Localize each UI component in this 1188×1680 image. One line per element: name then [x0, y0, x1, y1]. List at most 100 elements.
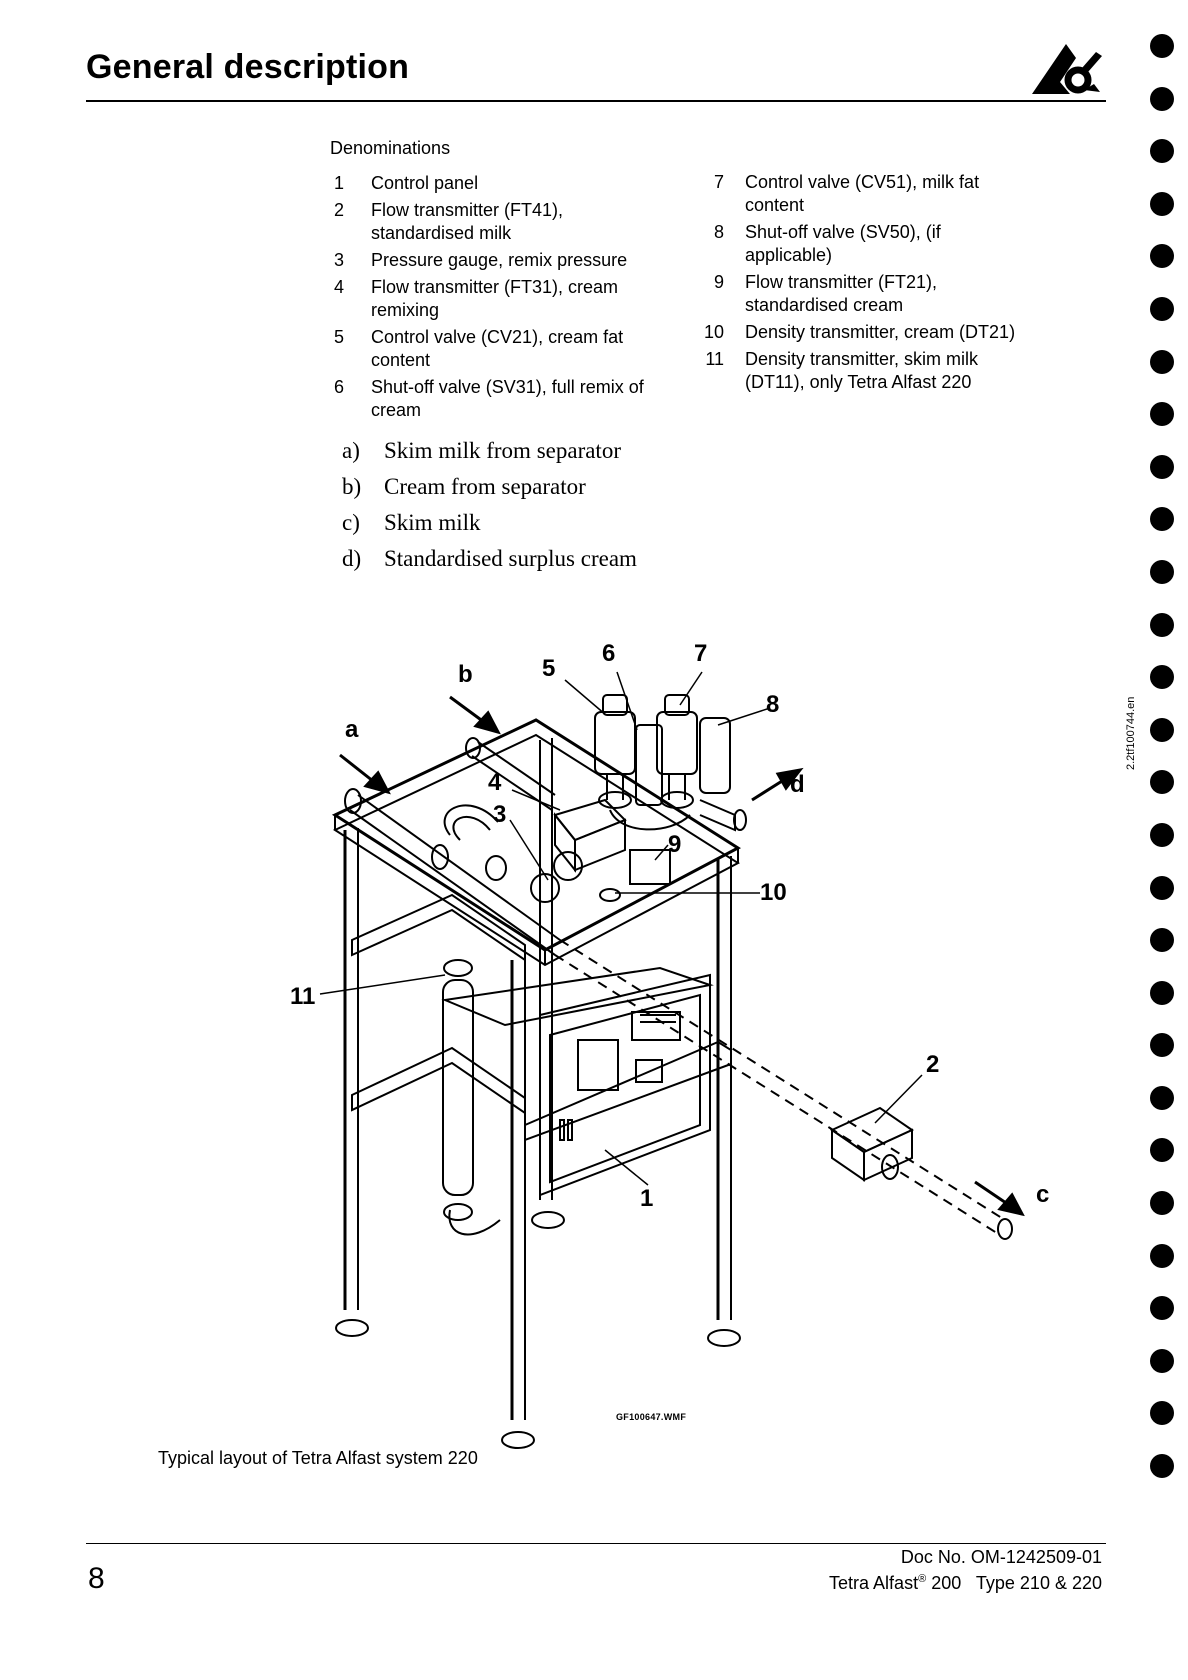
product-type: 200 Type 210 & 220: [926, 1573, 1102, 1593]
label-2: 2: [926, 1051, 939, 1078]
binder-hole: [1150, 507, 1174, 532]
label-1: 1: [640, 1185, 653, 1212]
leader-lines: [319, 671, 923, 1186]
denomination-number: 3: [333, 250, 344, 270]
denomination-number: 10: [703, 322, 724, 342]
binder-hole: [1150, 559, 1174, 584]
denomination-text: Control valve (CV51), milk fat content: [745, 172, 980, 215]
binder-hole: [1150, 1191, 1174, 1216]
binder-hole: [1150, 86, 1174, 111]
binder-hole: [1150, 1401, 1174, 1426]
page-number: 8: [88, 1562, 105, 1595]
label-7: 7: [694, 640, 707, 667]
skim-milk-inlet-pipe: [344, 788, 1013, 1240]
label-c: c: [1036, 1181, 1049, 1208]
system-layout-drawing: a b c d 5 6 7 8 4 3 9 10 11 2 1: [290, 640, 1049, 1449]
denomination-number: 4: [333, 277, 344, 297]
flow-key: b): [342, 474, 362, 499]
denomination-text: Shut-off valve (SV31), full remix of cre…: [371, 377, 644, 420]
flow-transmitter-9: [629, 849, 671, 885]
denomination-number: 7: [713, 172, 724, 192]
denomination-item: 7 Control valve (CV51), milk fat content: [700, 171, 1020, 217]
denomination-number: 1: [333, 173, 344, 193]
denomination-number: 6: [333, 377, 344, 397]
flow-arrows: [339, 695, 1025, 1217]
side-reference-code: 2.2tf100744.en: [1125, 696, 1137, 770]
figure-filename: GF100647.WMF: [616, 1412, 687, 1422]
registered-mark: ®: [918, 1573, 927, 1585]
company-logo: [1032, 44, 1102, 94]
binder-hole: [1150, 244, 1174, 269]
label-d: d: [790, 771, 805, 798]
binder-hole: [1150, 717, 1174, 742]
binder-hole: [1150, 1243, 1174, 1268]
binder-hole: [1150, 1348, 1174, 1373]
denomination-number: 9: [713, 272, 724, 292]
denomination-text: Density transmitter, cream (DT21): [745, 322, 1016, 342]
flow-legend: a) Skim milk from separator b)Cream from s…: [342, 438, 637, 582]
label-5: 5: [542, 655, 555, 682]
frame: [331, 718, 741, 1449]
binder-hole: [1150, 612, 1174, 637]
footer-rule: [86, 1543, 1106, 1544]
denominations-heading: Denominations: [330, 138, 451, 158]
label-3: 3: [493, 801, 506, 828]
doc-number: Doc No. OM-1242509-01: [900, 1547, 1102, 1567]
binder-hole: [1150, 822, 1174, 847]
binder-hole: [1150, 191, 1174, 216]
binder-hole: [1150, 770, 1174, 795]
binder-hole: [1150, 34, 1174, 58]
binder-hole: [1150, 875, 1174, 900]
pressure-gauge-3: [530, 873, 560, 903]
binder-hole: [1150, 1296, 1174, 1321]
binder-hole: [1150, 980, 1174, 1005]
denomination-text: Shut-off valve (SV50), (if applicable): [745, 222, 941, 265]
binder-holes: [1150, 34, 1180, 1507]
denomination-item: 6 Shut-off valve (SV31), full remix of cr…: [330, 376, 660, 422]
denomination-item: 9 Flow transmitter (FT21), standardised c…: [700, 271, 1020, 317]
product-name: Tetra Alfast: [829, 1573, 919, 1593]
binder-hole: [1150, 454, 1174, 479]
flow-transmitter-2: [829, 1106, 915, 1182]
label-6: 6: [602, 640, 615, 667]
denomination-number: 8: [713, 222, 724, 242]
cream-inlet-pipe: [443, 737, 556, 841]
binder-hole: [1150, 296, 1174, 321]
binder-hole: [1150, 1033, 1174, 1058]
denomination-text: Control valve (CV21), cream fat content: [371, 327, 624, 370]
density-transmitter-10: [599, 888, 621, 902]
label-a: a: [345, 716, 359, 743]
binder-hole: [1150, 349, 1174, 374]
label-11: 11: [290, 983, 315, 1010]
header-rule: [86, 100, 1106, 102]
denominations-list-right: 7 Control valve (CV51), milk fat content 8…: [700, 171, 1020, 398]
binder-hole: [1150, 402, 1174, 427]
denomination-item: 3 Pressure gauge, remix pressure: [330, 249, 660, 272]
label-4: 4: [488, 769, 502, 796]
binder-hole: [1150, 928, 1174, 953]
flow-text: Skim milk: [384, 510, 481, 535]
denomination-item: 8 Shut-off valve (SV50), (if applicable): [700, 221, 1020, 267]
denomination-text: Pressure gauge, remix pressure: [371, 250, 628, 270]
label-10: 10: [760, 879, 787, 906]
flow-key: d): [342, 546, 362, 571]
label-9: 9: [668, 831, 681, 858]
label-8: 8: [766, 691, 779, 718]
flow-legend-item: a) Skim milk from separator: [342, 438, 637, 474]
denomination-text: Density transmitter, skim milk (DT11), o…: [745, 349, 979, 392]
flow-legend-item: b)Cream from separator: [342, 474, 637, 510]
label-b: b: [458, 661, 473, 688]
denomination-text: Flow transmitter (FT41), standardised mi…: [371, 200, 564, 243]
flow-key: a): [342, 438, 360, 463]
denomination-item: 10 Density transmitter, cream (DT21): [700, 321, 1020, 344]
denomination-text: Flow transmitter (FT21), standardised cr…: [745, 272, 938, 315]
figure-caption: Typical layout of Tetra Alfast system 22…: [158, 1448, 478, 1468]
flow-legend-item: c)Skim milk: [342, 510, 637, 546]
pressure-gauge-extra: [553, 851, 583, 881]
flow-text: Skim milk from separator: [384, 438, 621, 463]
